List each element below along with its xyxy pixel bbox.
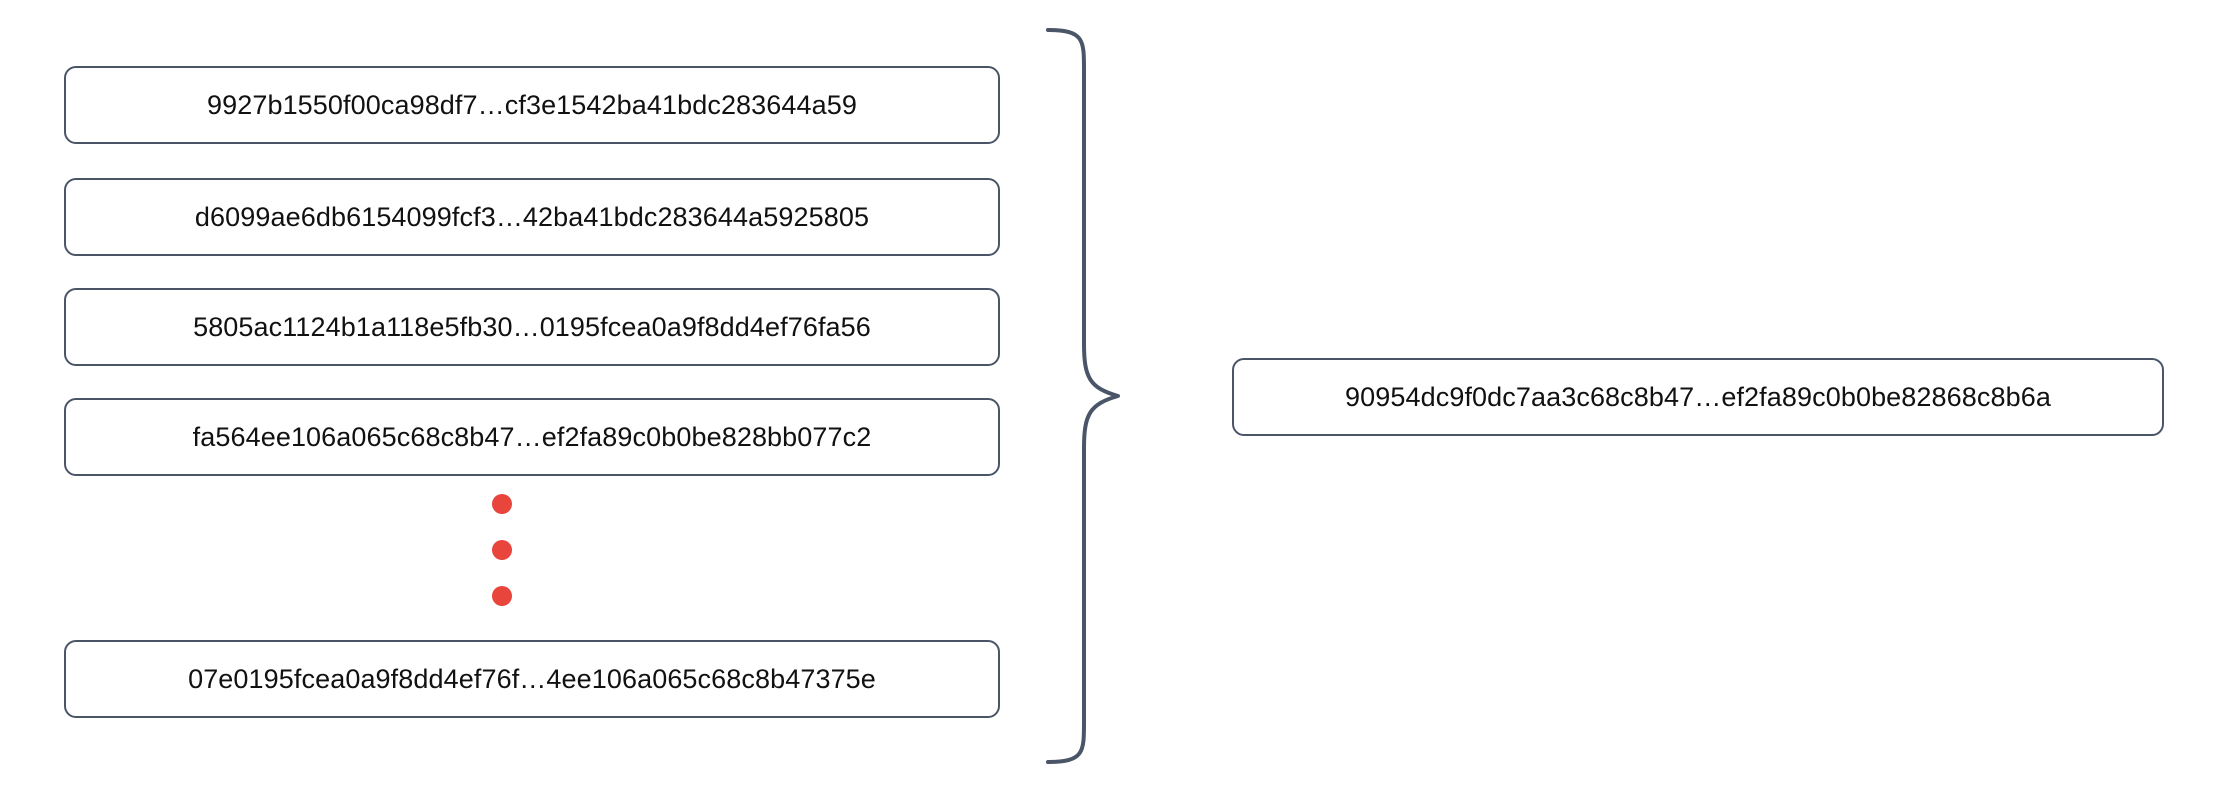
input-hash-label-4: fa564ee106a065c68c8b47…ef2fa89c0b0be828b… — [192, 421, 872, 452]
ellipsis-dot-3 — [492, 586, 512, 606]
input-hash-label-3: 5805ac1124b1a118e5fb30…0195fcea0a9f8dd4e… — [193, 311, 871, 342]
ellipsis-dot-1 — [492, 494, 512, 514]
input-hash-box-1[interactable]: 9927b1550f00ca98df7…cf3e1542ba41bdc28364… — [64, 66, 1000, 144]
input-hash-label-5: 07e0195fcea0a9f8dd4ef76f…4ee106a065c68c8… — [188, 663, 876, 694]
input-hash-box-4[interactable]: fa564ee106a065c68c8b47…ef2fa89c0b0be828b… — [64, 398, 1000, 476]
output-hash-label: 90954dc9f0dc7aa3c68c8b47…ef2fa89c0b0be82… — [1345, 381, 2051, 412]
input-hash-box-2[interactable]: d6099ae6db6154099fcf3…42ba41bdc283644a59… — [64, 178, 1000, 256]
input-hash-label-1: 9927b1550f00ca98df7…cf3e1542ba41bdc28364… — [206, 89, 857, 120]
input-hash-box-3[interactable]: 5805ac1124b1a118e5fb30…0195fcea0a9f8dd4e… — [64, 288, 1000, 366]
brace-svg — [1046, 28, 1120, 764]
vertical-ellipsis-icon — [492, 494, 572, 614]
input-hash-box-5[interactable]: 07e0195fcea0a9f8dd4ef76f…4ee106a065c68c8… — [64, 640, 1000, 718]
input-hash-label-2: d6099ae6db6154099fcf3…42ba41bdc283644a59… — [194, 201, 870, 232]
right-curly-brace-icon — [1040, 26, 1140, 766]
ellipsis-dot-2 — [492, 540, 512, 560]
output-hash-box[interactable]: 90954dc9f0dc7aa3c68c8b47…ef2fa89c0b0be82… — [1232, 358, 2164, 436]
